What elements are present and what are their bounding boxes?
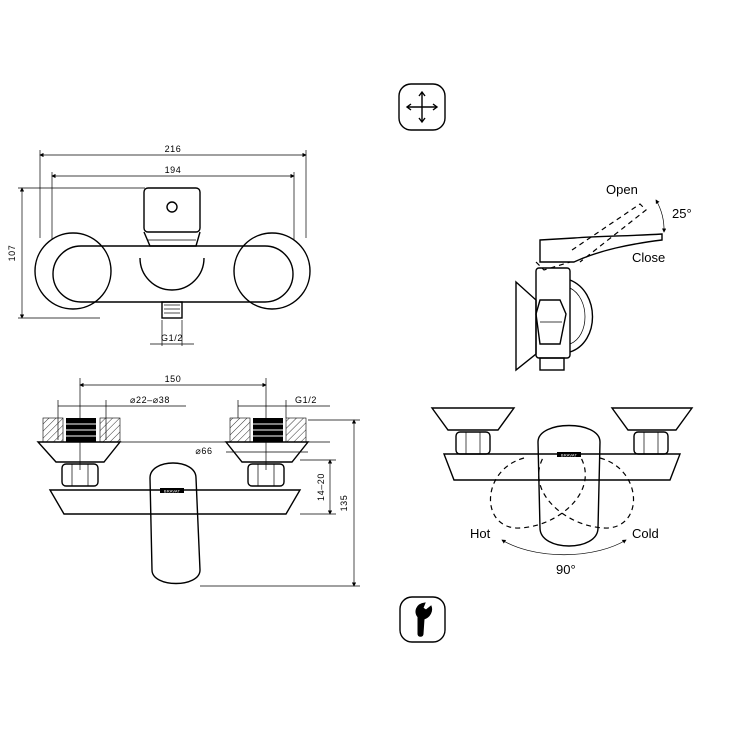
height-dimension: 107 (7, 245, 17, 262)
overall-width-dimension: 216 (165, 144, 182, 154)
rotation-view: BRAVAT Hot Cold 90° (430, 407, 694, 577)
front-view: 216 194 107 G1/2 (7, 144, 311, 346)
installation-view: 150 ⌀22–⌀38 G1/2 ⌀66 (36, 374, 360, 587)
depth-dimension: 135 (339, 495, 349, 512)
angle-25-label: 25° (672, 206, 692, 221)
outlet-thread-dimension: G1/2 (161, 333, 183, 343)
body-width-dimension: 194 (165, 165, 182, 175)
centers-dimension: 150 (165, 374, 182, 384)
crosshair-install-icon (398, 83, 446, 131)
inlet-thread-dimension: G1/2 (295, 395, 317, 405)
adjustable-wrench-icon (399, 596, 446, 643)
side-view: Open 25° Close (515, 182, 692, 372)
eccentric-offset-dimension: 14–20 (316, 473, 326, 501)
angle-90-label: 90° (556, 562, 576, 577)
brand-logo: BRAVAT (164, 489, 181, 494)
cold-label: Cold (632, 526, 659, 541)
tube-diameter-dimension: ⌀22–⌀38 (130, 395, 170, 405)
hot-label: Hot (470, 526, 491, 541)
rosette-diameter-dimension: ⌀66 (195, 446, 212, 456)
brand-logo-rotation: BRAVAT (561, 453, 578, 458)
close-label: Close (632, 250, 665, 265)
open-label: Open (606, 182, 638, 197)
